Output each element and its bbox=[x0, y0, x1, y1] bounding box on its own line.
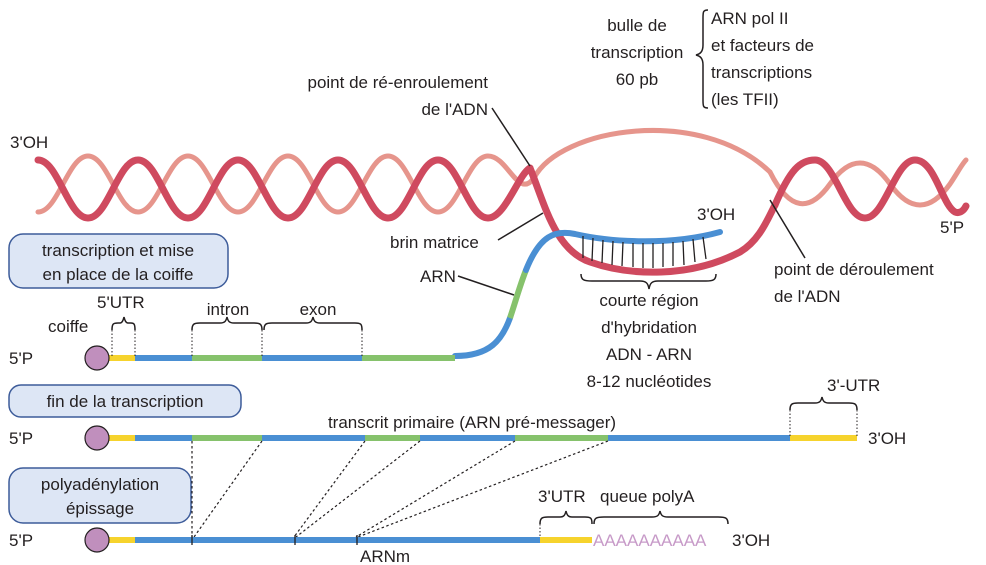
row3-polyA-sequence: AAAAAAAAAA bbox=[593, 531, 707, 550]
rna-label: ARN bbox=[420, 267, 456, 286]
row2-3utr-label: 3'-UTR bbox=[827, 376, 880, 395]
row2-3utr-brace bbox=[789, 396, 858, 411]
dna-3oh-label: 3'OH bbox=[10, 133, 48, 152]
row1-5p-label: 5'P bbox=[9, 349, 33, 368]
splicing-lines bbox=[191, 440, 609, 538]
step3-line-1: polyadénylation bbox=[41, 475, 159, 494]
row1-cap-label: coiffe bbox=[48, 317, 88, 336]
polymerase-line-1: ARN pol II bbox=[711, 9, 788, 28]
unwind-point-label: point de déroulement de l'ADN bbox=[774, 260, 934, 306]
row2-cap-circle bbox=[84, 425, 110, 451]
row1-exon-brace bbox=[263, 316, 363, 331]
rna-blue-upper bbox=[523, 229, 723, 273]
row3-cap-circle bbox=[84, 527, 110, 553]
hybrid-line-3: ADN - ARN bbox=[606, 345, 692, 364]
hybrid-line-4: 8-12 nucléotides bbox=[587, 372, 712, 391]
dna-5p-label: 5'P bbox=[940, 218, 964, 237]
template-strand-pointer bbox=[497, 212, 544, 241]
rna-3oh-label: 3'OH bbox=[697, 205, 735, 224]
row1-5utr-label: 5'UTR bbox=[97, 293, 145, 312]
row2-transcript bbox=[84, 425, 857, 451]
rewind-line-2: de l'ADN bbox=[421, 100, 488, 119]
row1-intron-brace bbox=[191, 316, 263, 331]
hybrid-line-2: d'hybridation bbox=[601, 318, 697, 337]
step3-box: polyadénylation épissage bbox=[8, 467, 192, 524]
row2-5p-label: 5'P bbox=[9, 429, 33, 448]
dna-template-strand-bubble bbox=[526, 164, 779, 276]
row1-exon-label: exon bbox=[300, 300, 337, 319]
row2-3oh-label: 3'OH bbox=[868, 429, 906, 448]
step3-line-2: épissage bbox=[66, 499, 134, 518]
row1-5utr-brace bbox=[111, 316, 136, 331]
row3-3utr-brace bbox=[539, 510, 593, 525]
rewind-pointer bbox=[491, 107, 531, 167]
row2-title: transcrit primaire (ARN pré-messager) bbox=[328, 413, 616, 432]
row1-cap-circle bbox=[84, 345, 110, 371]
row3-3oh-label: 3'OH bbox=[732, 531, 770, 550]
dna-strand-light-bubble bbox=[531, 127, 773, 181]
hybridization-bonds bbox=[582, 236, 707, 268]
unwind-line-1: point de déroulement bbox=[774, 260, 934, 279]
dna-strand-light-left bbox=[35, 153, 537, 215]
rna-blue-lower bbox=[452, 315, 513, 359]
step2-line-1: fin de la transcription bbox=[47, 392, 204, 411]
dna-strand-dark-left bbox=[34, 156, 534, 222]
row3-polyA-label: queue polyA bbox=[600, 487, 695, 506]
bubble-line-3: 60 pb bbox=[616, 70, 659, 89]
rewind-line-1: point de ré-enroulement bbox=[307, 73, 488, 92]
unwind-pointer bbox=[769, 199, 806, 259]
unwind-line-2: de l'ADN bbox=[774, 287, 841, 306]
rna-green-segment bbox=[507, 268, 529, 319]
bubble-label: bulle de transcription 60 pb bbox=[591, 16, 684, 89]
row3-mrna-label: ARNm bbox=[360, 547, 410, 565]
dna-strand-dark-right bbox=[771, 156, 970, 222]
polymerase-line-3: transcriptions bbox=[711, 63, 812, 82]
bubble-line-2: transcription bbox=[591, 43, 684, 62]
polymerase-line-2: et facteurs de bbox=[711, 36, 814, 55]
row3-mrna bbox=[84, 527, 592, 553]
polymerase-brace bbox=[695, 9, 709, 109]
step1-line-1: transcription et mise bbox=[42, 241, 194, 260]
step2-box: fin de la transcription bbox=[8, 384, 242, 418]
step1-box: transcription et mise en place de la coi… bbox=[8, 233, 229, 289]
hybrid-label: courte région d'hybridation ADN - ARN 8-… bbox=[587, 291, 712, 391]
row3-3utr-label: 3'UTR bbox=[538, 487, 586, 506]
dna-helix bbox=[34, 127, 970, 276]
hybrid-line-1: courte région bbox=[599, 291, 698, 310]
step1-line-2: en place de la coiffe bbox=[43, 265, 194, 284]
rna-pointer bbox=[457, 275, 515, 296]
row3-polyA-brace bbox=[593, 510, 729, 525]
row1-intron-label: intron bbox=[207, 300, 250, 319]
row1-transcript bbox=[84, 345, 455, 371]
nascent-rna bbox=[452, 229, 723, 359]
rewind-point-label: point de ré-enroulement de l'ADN bbox=[307, 73, 488, 119]
polymerase-line-4: (les TFII) bbox=[711, 90, 779, 109]
row3-5p-label: 5'P bbox=[9, 531, 33, 550]
template-strand-label: brin matrice bbox=[390, 233, 479, 252]
bubble-line-1: bulle de bbox=[607, 16, 667, 35]
polymerase-label: ARN pol II et facteurs de transcriptions… bbox=[711, 9, 814, 109]
hybrid-brace bbox=[580, 273, 717, 290]
